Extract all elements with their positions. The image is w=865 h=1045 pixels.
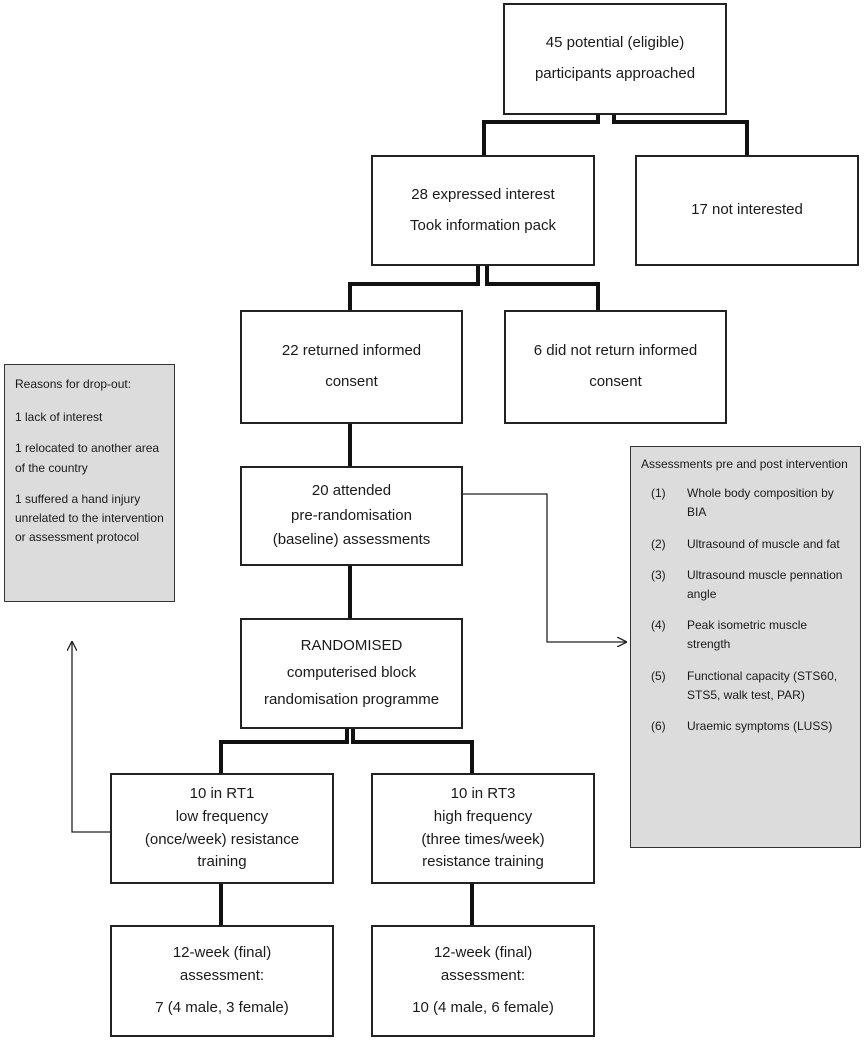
assessment-text: Functional capacity (STS60, STS5, walk t… <box>687 668 838 702</box>
node-attended-line-1: 20 attended <box>311 481 392 499</box>
node-rt1: 10 in RT1 low frequency (once/week) resi… <box>110 773 334 884</box>
dropout-reason: 1 suffered a hand injury unrelated to th… <box>15 491 164 545</box>
assessment-number: (6) <box>651 718 666 733</box>
node-returned-line-2: consent <box>325 373 378 390</box>
node-interested: 28 expressed interest Took information p… <box>371 155 595 266</box>
assessment-item: (2) Ultrasound of muscle and fat <box>641 535 852 554</box>
node-rt1-line-3: (once/week) resistance <box>144 830 300 848</box>
node-rt3-line-1: 10 in RT3 <box>450 785 516 802</box>
node-not-returned: 6 did not return informed consent <box>504 310 727 424</box>
connector-approached-interested <box>482 115 600 155</box>
node-not-returned-line-2: consent <box>589 373 642 390</box>
node-returned: 22 returned informed consent <box>240 310 463 424</box>
node-interested-line-2: Took information pack <box>410 216 556 234</box>
assessment-text: Uraemic symptoms (LUSS) <box>687 718 833 733</box>
connector-interested-returned <box>348 266 480 310</box>
node-approached-line-2: participants approached <box>534 65 696 82</box>
assessment-number: (2) <box>651 536 666 551</box>
node-attended-line-3: (baseline) assessments <box>272 531 431 549</box>
assessment-item: (3) Ultrasound muscle pennation angle <box>641 566 852 604</box>
node-attended-line-2: pre-randomisation <box>291 506 412 524</box>
dropout-reasons-panel: Reasons for drop-out: 1 lack of interest… <box>4 364 175 602</box>
node-final-rt1: 12-week (final) assessment: 7 (4 male, 3… <box>110 925 334 1037</box>
node-approached: 45 potential (eligible) participants app… <box>503 3 727 115</box>
assessment-item: (4) Peak isometric muscle strength <box>641 616 852 654</box>
dropout-reason: 1 relocated to another area of the count… <box>15 441 160 475</box>
node-rt1-line-1: 10 in RT1 <box>189 785 255 802</box>
connector-randomised-rt3 <box>351 729 474 773</box>
dropout-heading: Reasons for drop-out: <box>15 377 132 391</box>
arrow-to-dropout <box>72 642 110 833</box>
assessment-text: Peak isometric muscle strength <box>687 618 808 652</box>
connector-interested-not-returned <box>485 266 600 310</box>
assessment-number: (4) <box>651 618 666 633</box>
node-final-rt1-line-3: 7 (4 male, 3 female) <box>155 999 289 1017</box>
assessment-item: (6) Uraemic symptoms (LUSS) <box>641 717 852 736</box>
assessment-item: (5) Functional capacity (STS60, STS5, wa… <box>641 667 852 705</box>
node-final-rt3-line-1: 12-week (final) <box>433 943 533 961</box>
node-rt1-line-4: training <box>197 853 247 871</box>
connector-randomised-rt1 <box>219 729 349 773</box>
node-final-rt3-line-2: assessment: <box>440 966 526 984</box>
node-not-interested: 17 not interested <box>635 155 859 266</box>
node-rt3-line-2: high frequency <box>433 807 533 825</box>
node-interested-line-1: 28 expressed interest <box>411 185 555 203</box>
node-randomised: RANDOMISED computerised block randomisat… <box>240 618 463 729</box>
assessment-number: (5) <box>651 668 666 683</box>
node-returned-line-1: 22 returned informed <box>281 342 422 360</box>
node-rt3: 10 in RT3 high frequency (three times/we… <box>371 773 595 884</box>
node-randomised-line-2: computerised block <box>286 664 417 682</box>
node-final-rt3: 12-week (final) assessment: 10 (4 male, … <box>371 925 595 1037</box>
assessments-panel: Assessments pre and post intervention (1… <box>630 446 861 848</box>
assessment-text: Ultrasound muscle pennation angle <box>687 567 843 601</box>
node-attended: 20 attended pre-randomisation (baseline)… <box>240 466 463 566</box>
node-final-rt1-line-1: 12-week (final) <box>172 943 272 961</box>
node-not-returned-line-1: 6 did not return informed <box>533 342 698 360</box>
node-randomised-line-3: randomisation programme <box>263 690 440 708</box>
assessment-text: Whole body composition by BIA <box>687 486 834 520</box>
node-rt1-line-2: low frequency <box>175 807 269 825</box>
node-not-interested-line-1: 17 not interested <box>691 201 803 219</box>
arrow-to-assessments <box>462 493 626 642</box>
dropout-reason: 1 lack of interest <box>15 410 103 425</box>
node-final-rt3-line-3: 10 (4 male, 6 female) <box>412 999 554 1017</box>
node-rt3-line-3: (three times/week) <box>421 830 545 848</box>
assessment-item: (1) Whole body composition by BIA <box>641 484 852 522</box>
node-rt3-line-4: resistance training <box>422 853 544 871</box>
connector-approached-not-interested <box>612 115 749 155</box>
assessment-number: (1) <box>651 486 666 501</box>
node-final-rt1-line-2: assessment: <box>179 966 265 984</box>
assessment-text: Ultrasound of muscle and fat <box>687 536 840 551</box>
assessment-number: (3) <box>651 567 666 582</box>
assessments-heading: Assessments pre and post intervention <box>641 457 848 471</box>
node-approached-line-1: 45 potential (eligible) <box>545 34 685 52</box>
node-randomised-line-1: RANDOMISED <box>300 637 403 655</box>
